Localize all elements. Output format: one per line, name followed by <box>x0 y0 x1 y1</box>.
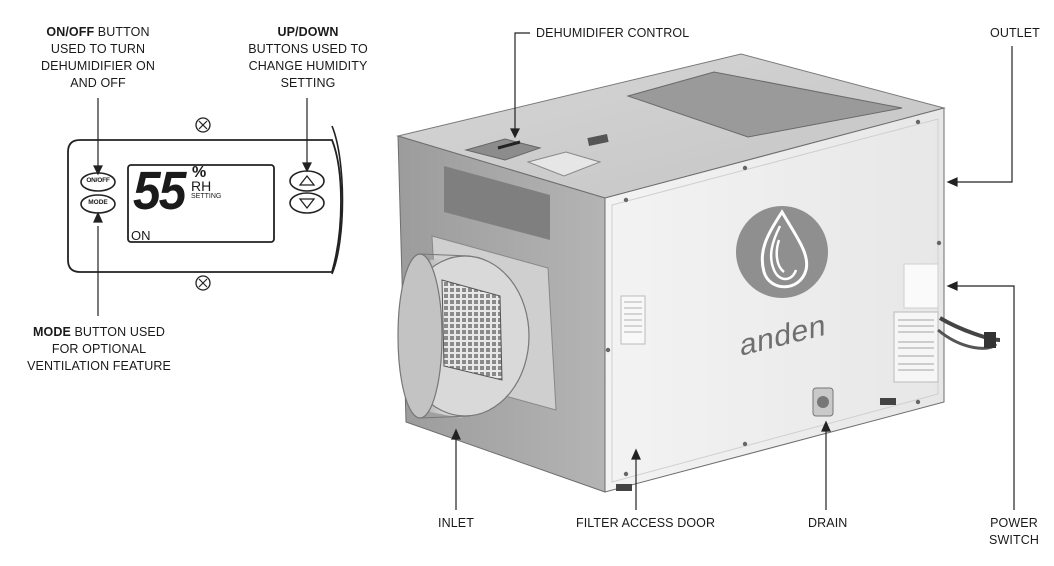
lcd-setting-label: SETTING <box>191 193 222 200</box>
lcd-humidity-value: 55 <box>133 161 186 221</box>
inlet-label: INLET <box>438 516 474 530</box>
onoff-callout-bold: ON/OFF <box>46 25 95 39</box>
mode-button[interactable]: MODE <box>88 199 108 206</box>
onoff-callout: ON/OFF BUTTON USED TO TURN DEHUMIDIFIER … <box>36 24 160 92</box>
mode-callout-line3: VENTILATION FEATURE <box>27 359 171 373</box>
mode-callout-bold: MODE <box>33 325 71 339</box>
mode-callout: MODE BUTTON USED FOR OPTIONAL VENTILATIO… <box>26 324 172 375</box>
onoff-callout-line4: AND OFF <box>70 76 126 90</box>
onoff-button[interactable]: ON/OFF <box>86 177 110 184</box>
control-panel <box>67 117 344 291</box>
unit-callout-lines <box>451 32 1015 510</box>
screw-top-icon <box>195 117 211 133</box>
mode-callout-line2: FOR OPTIONAL <box>51 342 147 356</box>
down-button[interactable] <box>289 192 325 214</box>
power-switch-label-line2: SWITCH <box>989 533 1039 547</box>
top-control-unit <box>464 134 609 177</box>
updown-callout-line2: BUTTONS USED TO <box>248 42 368 56</box>
warning-label-right <box>893 311 939 383</box>
power-switch-cover <box>903 263 939 309</box>
power-switch-label-line1: POWER <box>990 516 1038 530</box>
panel-callout-lines <box>93 98 312 316</box>
inlet-duct <box>397 253 530 419</box>
lcd-percent-sign: % <box>192 164 207 181</box>
power-plug-icon <box>984 332 996 348</box>
onoff-callout-line2: USED TO TURN <box>50 42 146 56</box>
onoff-callout-line3: DEHUMIDIFIER ON <box>41 59 155 73</box>
updown-callout-line4: SETTING <box>280 76 336 90</box>
anden-logo-icon <box>736 206 828 298</box>
power-switch-label: POWER SWITCH <box>982 515 1046 549</box>
up-button[interactable] <box>289 170 325 192</box>
updown-callout-line3: CHANGE HUMIDITY <box>248 59 368 73</box>
mode-callout-line1: BUTTON USED <box>70 325 165 339</box>
drain-label: DRAIN <box>808 516 848 530</box>
screw-bottom-icon <box>195 275 211 291</box>
updown-callout: UP/DOWN BUTTONS USED TO CHANGE HUMIDITY … <box>246 24 370 92</box>
onoff-callout-line1: BUTTON <box>94 25 150 39</box>
lcd-screen <box>127 164 275 243</box>
lcd-rh-label: RH <box>191 178 212 194</box>
outlet-label: OUTLET <box>990 26 1040 40</box>
dehumidifier-unit <box>396 53 1001 493</box>
dehumidifier-control-label: DEHUMIDIFER CONTROL <box>536 26 690 40</box>
updown-callout-bold: UP/DOWN <box>277 25 339 39</box>
lcd-status: ON <box>131 228 151 243</box>
filter-access-door-label: FILTER ACCESS DOOR <box>576 516 716 530</box>
